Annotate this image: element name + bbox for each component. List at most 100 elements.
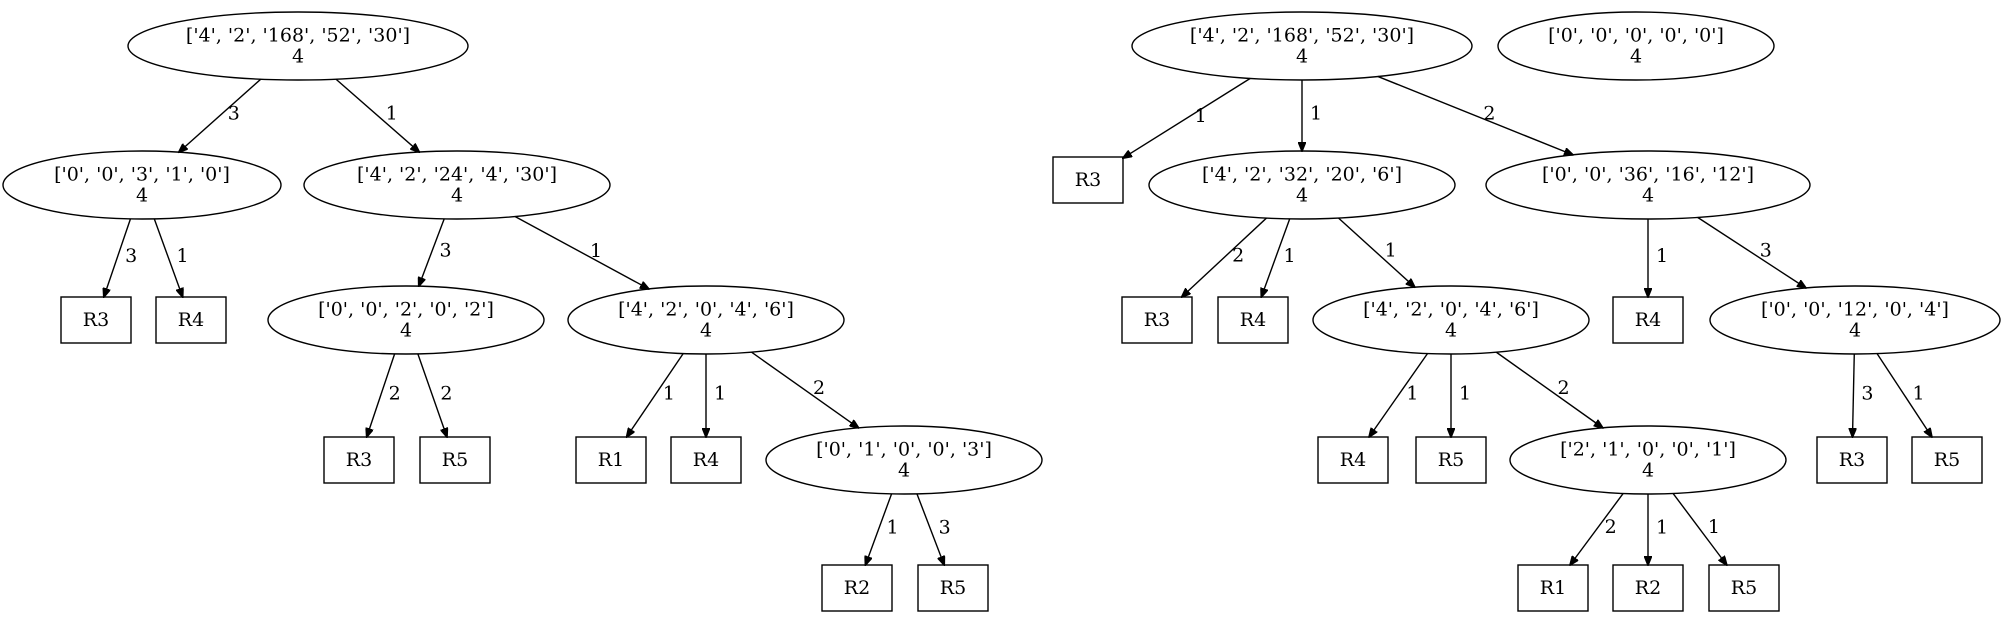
edge-B3-B7: 1 — [1648, 219, 1668, 297]
edge-label: 1 — [1195, 105, 1207, 127]
node-value-label: R5 — [1934, 449, 1960, 471]
edge-A2-A6: 1 — [514, 215, 649, 289]
node-value-label: ['4', '2', '168', '52', '30'] — [186, 25, 410, 47]
leaf-box — [1911, 436, 1983, 484]
edge-B2-B4: 2 — [1182, 217, 1267, 297]
node-value-label: ['0', '0', '36', '16', '12'] — [1542, 164, 1754, 186]
leaf-node-B13: R5 — [1911, 436, 1983, 484]
edge-A1-A4: 1 — [153, 218, 189, 297]
node-value-label: ['0', '1', '0', '0', '3'] — [816, 439, 992, 461]
node-value-label: R4 — [693, 449, 719, 471]
node-value-label: R4 — [1340, 449, 1366, 471]
node-ellipse — [1709, 285, 2001, 355]
node-value-label: R5 — [940, 577, 966, 599]
edge-B11-B14: 2 — [1570, 493, 1624, 565]
edge-B3-B8: 3 — [1697, 216, 1806, 288]
node-count-label: 4 — [1630, 46, 1642, 68]
leaf-box — [1217, 296, 1289, 344]
edge-arrow — [153, 218, 182, 297]
node-count-label: 4 — [1642, 460, 1654, 482]
edge-A2-A5: 3 — [419, 218, 452, 286]
edge-arrow — [1337, 217, 1414, 287]
leaf-box — [155, 296, 227, 344]
node-value-label: R1 — [1540, 577, 1566, 599]
node-count-label: 4 — [1296, 46, 1308, 68]
node-ellipse — [1497, 11, 1775, 81]
edge-label: 3 — [228, 103, 240, 125]
leaf-node-A3: R3 — [60, 296, 132, 344]
node-ellipse — [1131, 11, 1473, 81]
edge-label: 1 — [1656, 245, 1668, 267]
leaf-node-B7: R4 — [1612, 296, 1684, 344]
edge-label: 3 — [939, 516, 951, 538]
node-value-label: R4 — [1240, 309, 1266, 331]
edge-label: 1 — [386, 103, 398, 125]
node-value-label: R5 — [1438, 449, 1464, 471]
edge-label: 1 — [1656, 517, 1668, 539]
edge-A6-A11: 2 — [751, 351, 858, 428]
split-node-B11: ['2', '1', '0', '0', '1']4 — [1509, 425, 1787, 495]
edge-arrow — [514, 215, 649, 289]
edge-arrow — [335, 78, 419, 152]
node-ellipse — [1509, 425, 1787, 495]
node-value-label: ['4', '2', '24', '4', '30'] — [357, 164, 557, 186]
node-value-label: ['2', '1', '0', '0', '1'] — [1560, 439, 1736, 461]
edge-label: 3 — [439, 240, 451, 262]
node-value-label: R2 — [1635, 577, 1661, 599]
edge-label: 1 — [887, 516, 899, 538]
node-count-label: 4 — [1849, 320, 1861, 342]
edge-label: 1 — [1459, 383, 1471, 405]
node-value-label: R3 — [1075, 169, 1101, 191]
leaf-node-A9: R1 — [575, 436, 647, 484]
split-node-B6: ['4', '2', '0', '4', '6']4 — [1312, 285, 1590, 355]
leaf-box — [1612, 564, 1684, 612]
node-ellipse — [765, 425, 1043, 495]
edge-arrow — [751, 351, 858, 428]
node-value-label: R3 — [1839, 449, 1865, 471]
node-ellipse — [127, 11, 469, 81]
split-node-A2: ['4', '2', '24', '4', '30']4 — [303, 150, 611, 220]
node-value-label: ['0', '0', '3', '1', '0'] — [54, 164, 230, 186]
edge-B0-B1: 1 — [1123, 77, 1251, 158]
node-value-label: R3 — [83, 309, 109, 331]
node-value-label: R3 — [1144, 309, 1170, 331]
leaf-node-B16: R5 — [1708, 564, 1780, 612]
leaf-node-A7: R3 — [323, 436, 395, 484]
edge-B8-B13: 1 — [1876, 353, 1932, 437]
leaf-node-A13: R5 — [917, 564, 989, 612]
edge-arrow — [1697, 216, 1806, 288]
split-node-A6: ['4', '2', '0', '4', '6']4 — [567, 285, 845, 355]
edge-B6-B10: 1 — [1451, 354, 1471, 437]
node-value-label: R4 — [178, 309, 204, 331]
split-node-A11: ['0', '1', '0', '0', '3']4 — [765, 425, 1043, 495]
node-value-label: ['0', '0', '2', '0', '2'] — [318, 299, 494, 321]
node-ellipse — [1148, 150, 1456, 220]
node-value-label: ['4', '2', '32', '20', '6'] — [1202, 164, 1402, 186]
edge-label: 3 — [125, 245, 137, 267]
edge-label: 2 — [440, 382, 452, 404]
node-value-label: R1 — [598, 449, 624, 471]
node-ellipse — [1312, 285, 1590, 355]
edge-label: 1 — [1708, 516, 1720, 538]
nodes-layer: ['4', '2', '168', '52', '30']4['0', '0',… — [2, 11, 2001, 612]
leaf-box — [419, 436, 491, 484]
edge-arrow — [1377, 75, 1573, 154]
split-node-B8: ['0', '0', '12', '0', '4']4 — [1709, 285, 2001, 355]
leaf-node-A4: R4 — [155, 296, 227, 344]
leaf-box — [1517, 564, 1589, 612]
edge-arrow — [865, 493, 893, 565]
node-value-label: R5 — [442, 449, 468, 471]
edge-A5-A8: 2 — [417, 353, 452, 437]
node-value-label: R4 — [1635, 309, 1661, 331]
edge-A6-A10: 1 — [706, 354, 726, 437]
edge-B0-B2: 1 — [1302, 80, 1322, 151]
edge-arrow — [367, 353, 396, 437]
leaf-node-B10: R5 — [1415, 436, 1487, 484]
split-node-B3: ['0', '0', '36', '16', '12']4 — [1485, 150, 1811, 220]
leaf-node-A8: R5 — [419, 436, 491, 484]
leaf-node-B5: R4 — [1217, 296, 1289, 344]
edge-arrow — [104, 218, 132, 297]
edge-arrow — [1261, 218, 1291, 297]
leaf-node-B9: R4 — [1317, 436, 1389, 484]
split-node-A1: ['0', '0', '3', '1', '0']4 — [2, 150, 282, 220]
